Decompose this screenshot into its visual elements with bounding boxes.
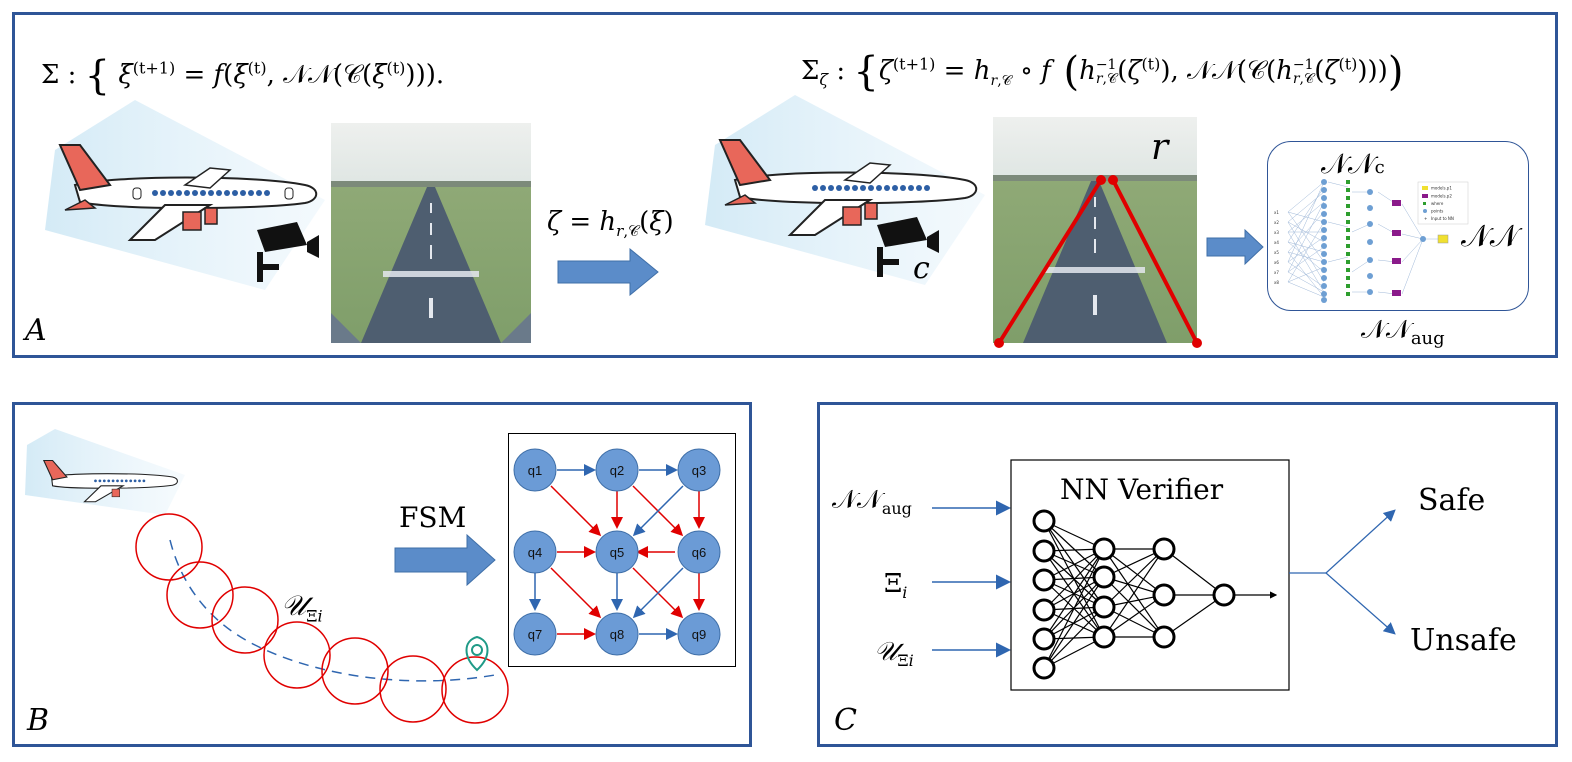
nn-architecture-diagram: x1 x2 x3 x4 x5 x6 x7 x8 models.p1 models…: [1274, 179, 1469, 303]
svg-text:x1: x1: [1274, 210, 1279, 215]
fsm-edges: [529, 464, 705, 640]
nn-aug-label: 𝒩𝒩aug: [1361, 315, 1445, 350]
svg-text:points: points: [1431, 209, 1443, 214]
svg-text:where: where: [1431, 201, 1444, 206]
nn-label: 𝒩𝒩: [1461, 219, 1519, 254]
state-q8: q8: [610, 627, 624, 642]
airplane-icon: [58, 144, 318, 241]
nn-input-nodes: [1321, 179, 1426, 303]
svg-text:x7: x7: [1274, 270, 1279, 275]
nn-augmented-box: x1 x2 x3 x4 x5 x6 x7 x8 models.p1 models…: [1267, 141, 1529, 311]
runway-image-right: [993, 117, 1202, 348]
svg-text:models.p2: models.p2: [1431, 194, 1452, 199]
panel-b: B: [12, 402, 752, 747]
nn-connections: [1287, 181, 1438, 298]
reachable-set-circles: [135, 513, 509, 724]
state-q2: q2: [610, 463, 624, 478]
state-q6: q6: [692, 545, 706, 560]
sky-background: [25, 429, 185, 515]
fsm-arrow: [394, 533, 496, 587]
fsm-diagram: q1 q2 q3 q4 q5 q6 q7 q8 q9: [508, 433, 736, 667]
input-u-label: 𝒰Ξi: [874, 637, 914, 671]
unsafe-label: Unsafe: [1410, 623, 1517, 658]
camera-icon: [877, 217, 939, 277]
input-arrows: [932, 500, 1011, 658]
state-q5: q5: [610, 545, 624, 560]
airplane-camera-illustration-right: [705, 95, 985, 285]
system-equation: Σ : { ξ(t+1) = f(ξ(t), 𝒩𝒩(𝒞(ξ(t)))).: [41, 53, 445, 99]
nn-hidden-nodes: [1346, 180, 1350, 296]
nn-arrow: [1206, 228, 1264, 266]
transform-arrow: [557, 247, 659, 297]
svg-text:x3: x3: [1274, 230, 1279, 235]
nn-c-label: 𝒩𝒩c: [1321, 147, 1385, 180]
fsm-state-labels: q1 q2 q3 q4 q5 q6 q7 q8 q9: [528, 463, 706, 642]
camera-icon: [257, 222, 319, 282]
nn-output-node: [1437, 234, 1449, 244]
verifier-nn-nodes: [1032, 509, 1236, 680]
airplane-icon: [718, 139, 978, 236]
state-q3: q3: [692, 463, 706, 478]
airplane-camera-illustration-left: [45, 100, 325, 290]
verifier-diagram: [932, 459, 1396, 691]
svg-text:x6: x6: [1274, 260, 1279, 265]
nn-legend: models.p1 models.p2 where points + Input …: [1417, 181, 1469, 225]
runway-image-left: [331, 123, 531, 343]
panel-c: C 𝒩𝒩aug Ξi 𝒰Ξi: [817, 402, 1558, 747]
runway-edge-lines: [994, 175, 1202, 348]
state-q1: q1: [528, 463, 542, 478]
verifier-box: [1010, 459, 1290, 691]
panel-b-letter: B: [27, 703, 50, 738]
state-q7: q7: [528, 627, 542, 642]
verifier-title: NN Verifier: [1060, 473, 1224, 506]
nn-output-nodes: [1392, 200, 1401, 296]
svg-text:x8: x8: [1274, 280, 1279, 285]
svg-text:+: +: [1424, 216, 1427, 221]
svg-text:x2: x2: [1274, 220, 1279, 225]
planned-trajectory: [169, 539, 496, 682]
fsm-label: FSM: [399, 501, 467, 534]
nn-input-labels: x1 x2 x3 x4 x5 x6 x7 x8: [1274, 210, 1279, 285]
reachable-set-label: 𝒰Ξi: [281, 589, 323, 626]
fsm-state-nodes: [513, 448, 721, 656]
trajectory-diagram: [25, 429, 509, 724]
svg-text:x5: x5: [1274, 250, 1279, 255]
panel-a: A Σ : { ξ(t+1) = f(ξ(t), 𝒩𝒩(𝒞(ξ(t)))). Σ…: [12, 12, 1558, 358]
panel-a-letter: A: [25, 313, 47, 348]
safe-label: Safe: [1418, 483, 1486, 518]
output-arrows: [1289, 509, 1396, 635]
svg-text:models.p1: models.p1: [1431, 186, 1452, 191]
panel-c-letter: C: [834, 703, 857, 738]
transform-equation: ζ = hr,𝒞(ξ): [547, 207, 674, 241]
airplane-icon: [42, 459, 178, 503]
state-q9: q9: [692, 627, 706, 642]
location-pin-icon: [465, 635, 489, 672]
svg-text:Input to NN: Input to NN: [1431, 216, 1454, 221]
svg-text:x4: x4: [1274, 240, 1279, 245]
state-q4: q4: [528, 545, 542, 560]
camera-label: c: [913, 251, 930, 286]
runway-label: r: [1151, 127, 1169, 168]
input-nn-aug-label: 𝒩𝒩aug: [832, 485, 912, 519]
input-xi-label: Ξi: [884, 569, 908, 603]
fsm-graph: q1 q2 q3 q4 q5 q6 q7 q8 q9: [513, 448, 721, 656]
